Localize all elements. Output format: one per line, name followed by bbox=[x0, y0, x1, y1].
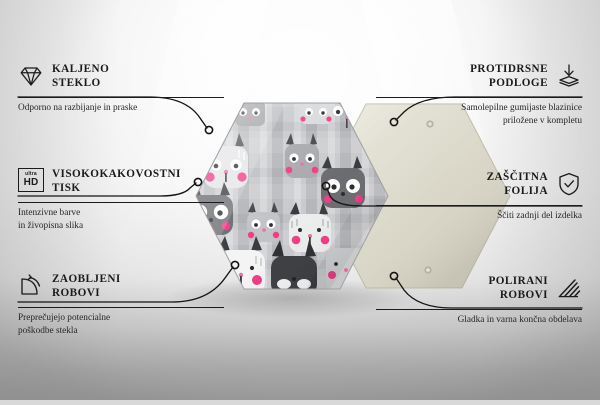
diamond-icon bbox=[18, 63, 44, 89]
ultra-hd-icon: ultra HD bbox=[18, 168, 44, 194]
feature-header: POLIRANI ROBOVI bbox=[376, 270, 582, 306]
feature-title: VISOKOKAKOVOSTNI TISK bbox=[52, 167, 181, 196]
feature-protective-foil: ZAŠČITNA FOLIJA Ščiti zadnji del izdelka bbox=[376, 166, 582, 223]
feature-title-line2: FOLIJA bbox=[504, 185, 548, 197]
feature-title: ZAOBLJENI ROBOVI bbox=[52, 272, 121, 301]
feature-description-line2: poškodbe stekla bbox=[18, 325, 78, 336]
feature-description-line1: Preprečujejo potencialne bbox=[18, 313, 111, 323]
feature-title: PROTIDRSNE PODLOGE bbox=[470, 62, 548, 91]
feature-title-line1: POLIRANI bbox=[488, 274, 548, 287]
feature-header: ZAŠČITNA FOLIJA bbox=[376, 166, 582, 202]
feature-description: Odporno na razbijanje in praske bbox=[18, 103, 138, 113]
feature-anti-slip-pads: PROTIDRSNE PODLOGE Samolepilne gumijaste… bbox=[376, 58, 582, 128]
press-pad-icon bbox=[556, 63, 582, 89]
feature-title-line2: TISK bbox=[52, 182, 81, 194]
shield-check-icon bbox=[556, 171, 582, 197]
background-edge-shade-left bbox=[0, 0, 120, 400]
divider bbox=[376, 97, 582, 98]
feature-title: KALJENO STEKLO bbox=[52, 62, 109, 91]
divider bbox=[376, 205, 582, 206]
feature-header: ZAOBLJENI ROBOVI bbox=[18, 268, 224, 304]
feature-header: PROTIDRSNE PODLOGE bbox=[376, 58, 582, 94]
diagonal-stripes-icon bbox=[556, 275, 582, 301]
rounded-corner-icon bbox=[18, 273, 44, 299]
feature-tempered-glass: KALJENO STEKLO Odporno na razbijanje in … bbox=[18, 58, 224, 115]
feature-title: POLIRANI ROBOVI bbox=[488, 274, 548, 303]
feature-header: KALJENO STEKLO bbox=[18, 58, 224, 94]
feature-title-line1: VISOKOKAKOVOSTNI bbox=[52, 167, 181, 180]
feature-title-line1: ZAOBLJENI bbox=[52, 272, 121, 285]
feature-title-line1: KALJENO bbox=[52, 62, 110, 75]
feature-title-line2: ROBOVI bbox=[52, 287, 101, 299]
feature-description-line1: Intenzivne barve bbox=[18, 208, 81, 218]
ultra-hd-label-bottom: HD bbox=[23, 176, 39, 188]
divider bbox=[376, 309, 582, 310]
feature-header: ultra HD VISOKOKAKOVOSTNI TISK bbox=[18, 163, 224, 199]
feature-title-line1: ZAŠČITNA bbox=[486, 170, 548, 183]
feature-description: Preprečujejo potencialne poškodbe stekla bbox=[18, 312, 224, 338]
feature-description: Intenzivne barve in živopisna slika bbox=[18, 207, 224, 233]
feature-title-line2: PODLOGE bbox=[488, 77, 548, 89]
feature-description-line2: in živopisna slika bbox=[18, 220, 84, 231]
feature-description-line1: Samolepilne gumijaste blazinice bbox=[461, 103, 582, 113]
feature-description-line2: priložene v kompletu bbox=[502, 115, 582, 126]
feature-description: Samolepilne gumijaste blazinice priložen… bbox=[376, 102, 582, 128]
feature-description: Gladka in varna končna obdelava bbox=[457, 315, 582, 325]
feature-description: Ščiti zadnji del izdelka bbox=[497, 211, 582, 221]
feature-rounded-edges: ZAOBLJENI ROBOVI Preprečujejo potencialn… bbox=[18, 268, 224, 338]
feature-title-line2: ROBOVI bbox=[499, 289, 548, 301]
feature-title-line1: PROTIDRSNE bbox=[470, 62, 548, 75]
feature-title: ZAŠČITNA FOLIJA bbox=[487, 170, 548, 199]
divider bbox=[18, 202, 224, 203]
ultra-hd-label-top: ultra bbox=[25, 171, 37, 178]
feature-high-quality-print: ultra HD VISOKOKAKOVOSTNI TISK Intenzivn… bbox=[18, 163, 224, 233]
divider bbox=[18, 307, 224, 308]
feature-title-line2: STEKLO bbox=[52, 77, 101, 89]
divider bbox=[18, 97, 224, 98]
feature-polished-edges: POLIRANI ROBOVI Gladka in varna končna o… bbox=[376, 270, 582, 327]
